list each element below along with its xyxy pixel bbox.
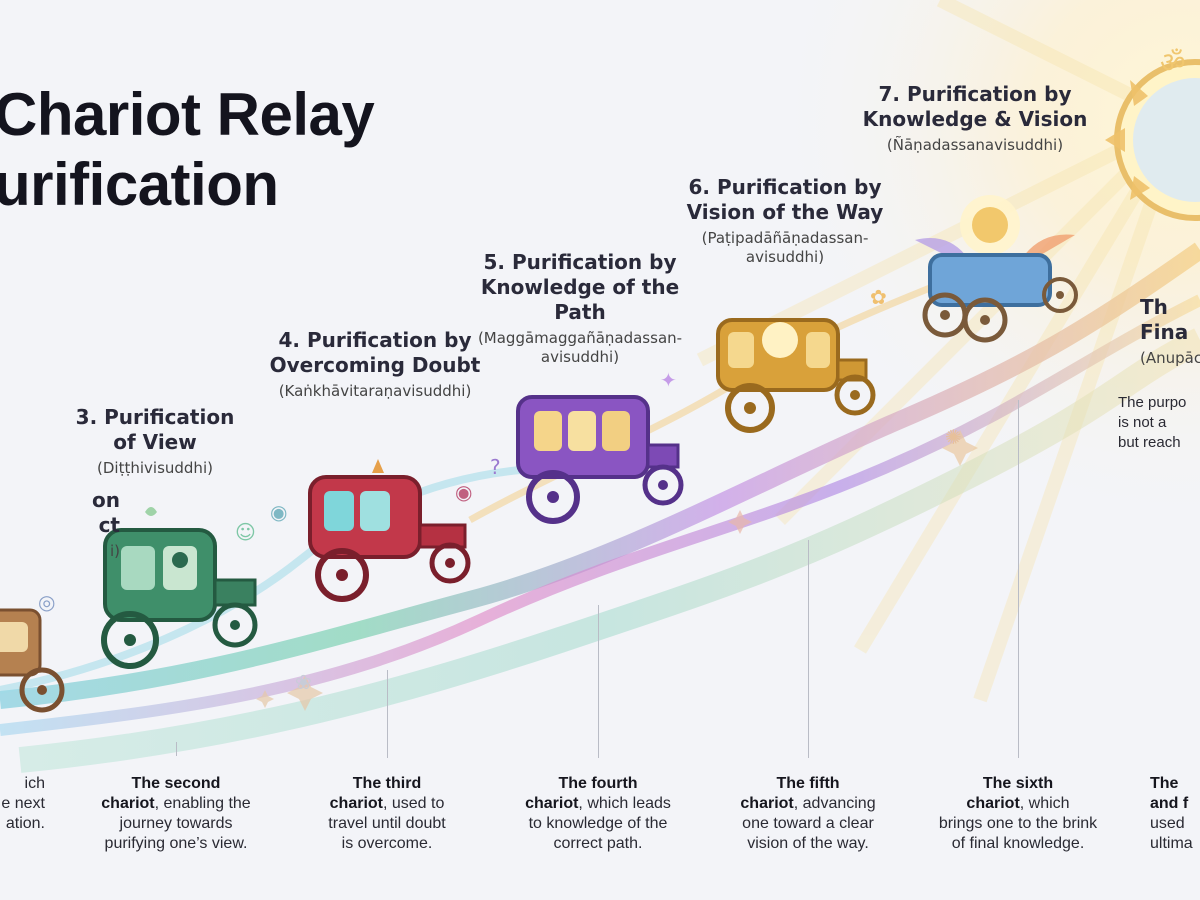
stage-2-label: on ct i) bbox=[0, 488, 120, 561]
stage-6-label: 6. Purification by Vision of the Way (Pa… bbox=[680, 175, 890, 267]
chariot-6-illustration bbox=[915, 195, 1078, 343]
description-5: The fifth chariot, advancing one toward … bbox=[718, 774, 898, 854]
stage-heading: 4. Purification by Overcoming Doubt bbox=[269, 328, 481, 377]
stage-pali: i) bbox=[109, 542, 120, 560]
description-bold: The sixth chariot bbox=[966, 775, 1054, 812]
stage-pali: (Maggāmaggañāṇadassan- avisuddhi) bbox=[477, 329, 683, 366]
description-6: The sixth chariot, which brings one to t… bbox=[928, 774, 1108, 854]
chariot-2-illustration bbox=[101, 507, 258, 669]
connector-line bbox=[808, 540, 809, 758]
lotus-icon: ❀ bbox=[295, 670, 312, 694]
stage-heading: 5. Purification by Knowledge of the Path bbox=[480, 250, 680, 324]
chariot-5-illustration bbox=[716, 318, 876, 433]
description-3: The third chariot, used to travel until … bbox=[297, 774, 477, 854]
stage-heading: 7. Purification by Knowledge & Vision bbox=[862, 82, 1088, 131]
stage-heading: Th Fina bbox=[1140, 295, 1189, 344]
connector-line bbox=[176, 742, 177, 756]
stage-final-label: Th Fina (Anupāc bbox=[1140, 295, 1200, 368]
description-text: , used to travel until doubt is overcome… bbox=[328, 795, 446, 852]
final-note: The purpo is not a but reach bbox=[1118, 394, 1187, 451]
connector-line bbox=[1018, 400, 1019, 758]
mandala-icon: ✺ bbox=[945, 425, 962, 449]
description-bold: The second chariot bbox=[101, 775, 221, 812]
chariot-4-illustration bbox=[516, 395, 684, 524]
title-line-2: urification bbox=[0, 151, 279, 218]
stage-pali: (Ñāṇadassanavisuddhi) bbox=[886, 136, 1064, 154]
stage-7-label: 7. Purification by Knowledge & Vision (Ñ… bbox=[860, 82, 1090, 155]
question-icon: ? bbox=[490, 455, 501, 479]
lightbulb-icon: ✦ bbox=[660, 368, 677, 392]
description-text: , enabling the journey towards purifying… bbox=[104, 795, 251, 852]
eye-icon-2: ◉ bbox=[455, 480, 473, 504]
page-title: Chariot Relay urification bbox=[0, 80, 375, 220]
stage-3-label: 3. Purification of View (Diṭṭhivisuddhi) bbox=[65, 405, 245, 478]
stage-pali: (Paṭipadāñāṇadassan- avisuddhi) bbox=[701, 229, 869, 266]
chariot-1-illustration bbox=[0, 608, 65, 713]
description-7: The and f used ultima bbox=[1150, 774, 1200, 854]
stage-heading: 6. Purification by Vision of the Way bbox=[686, 175, 884, 224]
description-2: The second chariot, enabling the journey… bbox=[86, 774, 266, 854]
stage-5-label: 5. Purification by Knowledge of the Path… bbox=[455, 250, 705, 367]
flower-icon: ✿ bbox=[870, 285, 887, 309]
sun-icon bbox=[1105, 59, 1200, 221]
head-icon: ☺ bbox=[235, 520, 256, 544]
description-bold: The fourth chariot bbox=[525, 775, 638, 812]
spiral-icon: ◎ bbox=[38, 590, 56, 614]
stage-pali: (Anupāc bbox=[1140, 349, 1200, 367]
stage-pali: (Kaṅkhāvitaraṇavisuddhi) bbox=[278, 382, 472, 400]
stage-4-label: 4. Purification by Overcoming Doubt (Kaṅ… bbox=[265, 328, 485, 401]
description-bold: The and f bbox=[1150, 775, 1189, 812]
stage-heading: 3. Purification of View bbox=[75, 405, 235, 454]
description-text: , which leads to knowledge of the correc… bbox=[528, 795, 671, 852]
description-text: ich e next ation. bbox=[1, 775, 45, 832]
chariot-3-illustration bbox=[308, 459, 471, 602]
description-bold: The third chariot bbox=[329, 775, 422, 812]
description-1: ich e next ation. bbox=[0, 774, 45, 834]
description-4: The fourth chariot, which leads to knowl… bbox=[508, 774, 688, 854]
description-text: , which brings one to the brink of final… bbox=[938, 795, 1098, 852]
om-symbol: ॐ bbox=[1160, 46, 1186, 79]
stage-heading: on ct bbox=[92, 488, 120, 537]
description-text: used ultima bbox=[1150, 815, 1193, 852]
connector-line bbox=[598, 605, 599, 758]
eye-icon: ◉ bbox=[270, 500, 288, 524]
stage-pali: (Diṭṭhivisuddhi) bbox=[97, 459, 213, 477]
connector-line bbox=[387, 670, 388, 758]
title-line-1: Chariot Relay bbox=[0, 81, 375, 148]
description-text: , advancing one toward a clear vision of… bbox=[742, 795, 876, 852]
description-bold: The fifth chariot bbox=[740, 775, 840, 812]
